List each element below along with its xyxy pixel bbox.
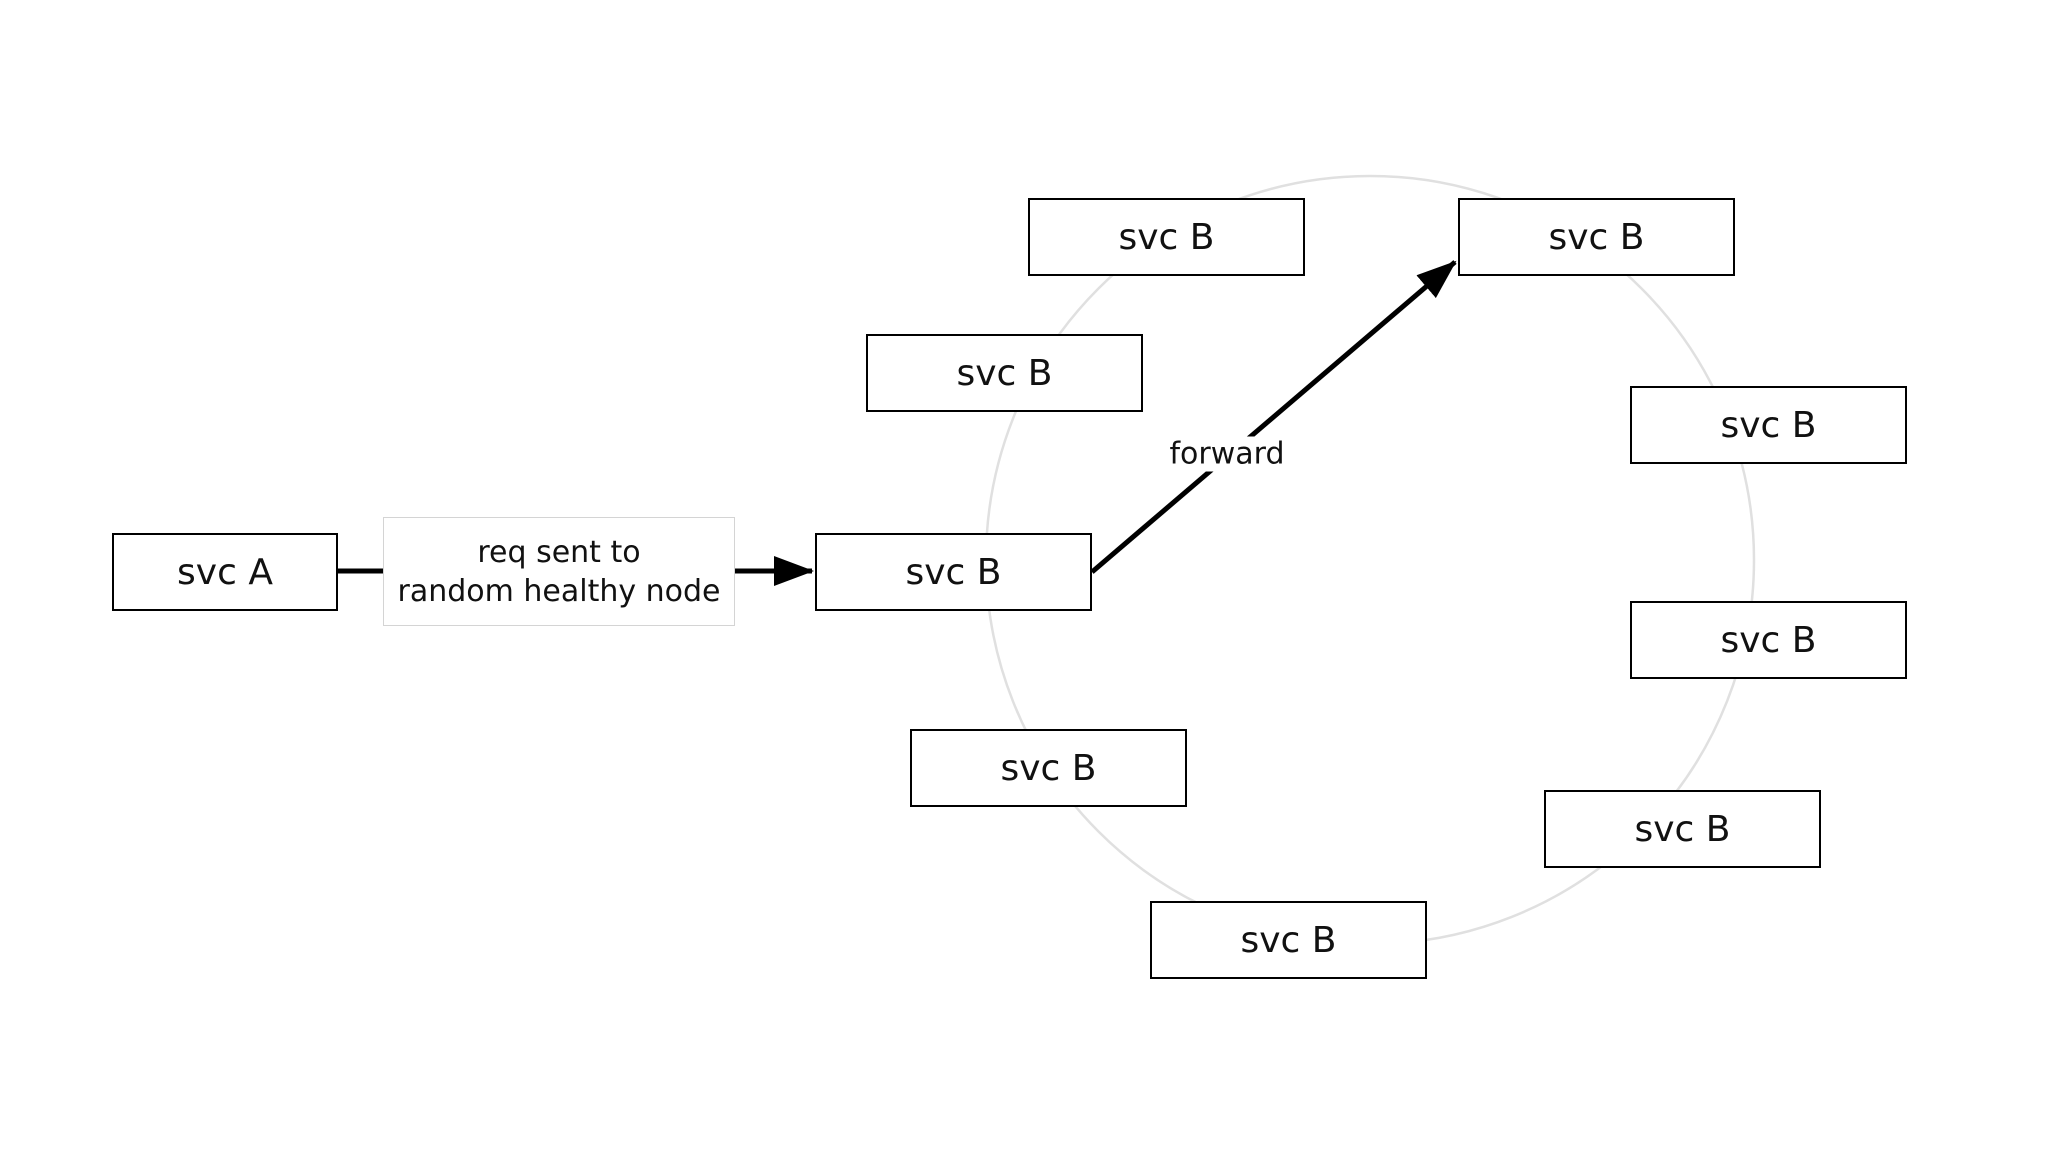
forward-arrow — [1090, 260, 1457, 574]
svc-b-upper-left-node: svc B — [866, 334, 1143, 412]
svc-b-bottom-right-node: svc B — [1544, 790, 1821, 868]
svc-b-right-upper-node: svc B — [1630, 386, 1907, 464]
request-label-line2: random healthy node — [397, 573, 721, 609]
svc-b-entry-label: svc B — [905, 551, 1002, 593]
svc-b-right-upper-label: svc B — [1720, 404, 1817, 446]
forward-label: forward — [1165, 436, 1289, 472]
svc-b-target-label: svc B — [1548, 216, 1645, 258]
svc-b-target-node: svc B — [1458, 198, 1735, 276]
svc-b-bottom-node: svc B — [1150, 901, 1427, 979]
svc-b-top-left-label: svc B — [1118, 216, 1215, 258]
request-label-line1: req sent to — [477, 534, 641, 570]
svc-b-top-left-node: svc B — [1028, 198, 1305, 276]
svc-b-lower-left-label: svc B — [1000, 747, 1097, 789]
svc-b-upper-left-label: svc B — [956, 352, 1053, 394]
request-label: req sent to random healthy node — [383, 517, 735, 626]
svc-a-node: svc A — [112, 533, 338, 611]
svc-b-bottom-label: svc B — [1240, 919, 1337, 961]
svc-b-bottom-right-label: svc B — [1634, 808, 1731, 850]
svc-b-entry-node: svc B — [815, 533, 1092, 611]
svc-b-right-lower-label: svc B — [1720, 619, 1817, 661]
svc-b-right-lower-node: svc B — [1630, 601, 1907, 679]
svc-a-label: svc A — [177, 551, 273, 593]
svc-b-lower-left-node: svc B — [910, 729, 1187, 807]
